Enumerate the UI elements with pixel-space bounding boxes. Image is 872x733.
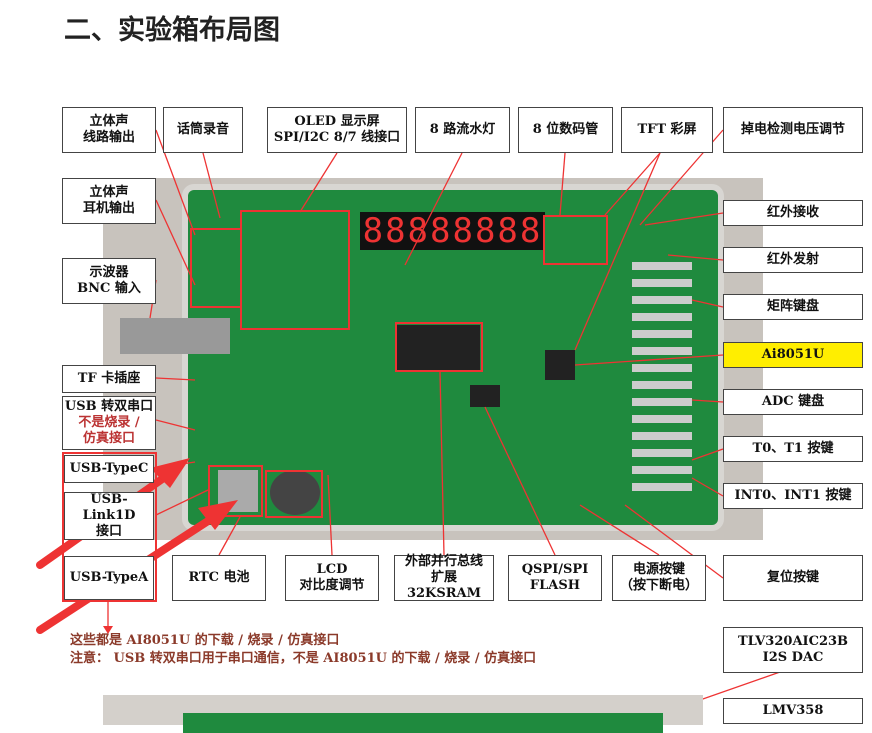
label-headphone: 立体声 耳机输出 — [62, 178, 156, 224]
sram-chip — [395, 325, 480, 370]
label-bnc: 示波器 BNC 输入 — [62, 258, 156, 304]
flash-chip — [470, 385, 500, 407]
label-power-key: 电源按键 （按下断电） — [612, 555, 706, 601]
label-ir-rx: 红外接收 — [723, 200, 863, 226]
label-power-detect: 掉电检测电压调节 — [723, 107, 863, 153]
label-typea: USB-TypeA — [64, 556, 154, 600]
label-int: INT0、INT1 按键 — [723, 483, 863, 509]
bnc-connector — [120, 318, 230, 354]
label-reset: 复位按键 — [723, 555, 863, 601]
label-usb-serial: USB 转双串口 不是烧录 / 仿真接口 — [62, 396, 156, 450]
label-tft: TFT 彩屏 — [621, 107, 713, 153]
note-line-2: 注意： USB 转双串口用于串口通信，不是 AI8051U 的下载 / 烧录 /… — [70, 651, 537, 666]
label-led: 8 路流水灯 — [415, 107, 510, 153]
label-line-out: 立体声 线路输出 — [62, 107, 156, 153]
label-ir-tx: 红外发射 — [723, 247, 863, 273]
seven-segment-display: 88888888 — [360, 212, 545, 250]
label-mcu: Ai8051U — [723, 342, 863, 368]
label-lcd: LCD 对比度调节 — [285, 555, 379, 601]
rtc-battery — [270, 470, 320, 515]
label-link: USB-Link1D 接口 — [64, 492, 154, 540]
label-rtc: RTC 电池 — [172, 555, 266, 601]
note-line-1: 这些都是 AI8051U 的下载 / 烧录 / 仿真接口 — [70, 633, 340, 648]
note: 这些都是 AI8051U 的下载 / 烧录 / 仿真接口 注意： USB 转双串… — [70, 632, 536, 668]
label-t0t1: T0、T1 按键 — [723, 436, 863, 462]
label-matrix: 矩阵键盘 — [723, 294, 863, 320]
key-matrix — [632, 262, 692, 492]
usb-serial-title: USB 转双串口 — [64, 399, 154, 414]
label-qspi: QSPI/SPI FLASH — [508, 555, 602, 601]
label-typec: USB-TypeC — [64, 455, 154, 483]
label-dac: TLV320AIC23B I2S DAC — [723, 627, 863, 673]
label-seg: 8 位数码管 — [518, 107, 613, 153]
label-tf: TF 卡插座 — [62, 365, 156, 393]
label-mic: 话筒录音 — [163, 107, 243, 153]
label-bus: 外部并行总线 扩展 32KSRAM — [394, 554, 494, 601]
label-opamp: LMV358 — [723, 698, 863, 724]
usb-serial-warning: 不是烧录 / 仿真接口 — [78, 415, 140, 446]
label-oled: OLED 显示屏 SPI/I2C 8/7 线接口 — [267, 107, 407, 153]
page-title: 二、实验箱布局图 — [64, 15, 280, 46]
label-adc: ADC 键盘 — [723, 389, 863, 415]
mcu-chip — [545, 350, 575, 380]
